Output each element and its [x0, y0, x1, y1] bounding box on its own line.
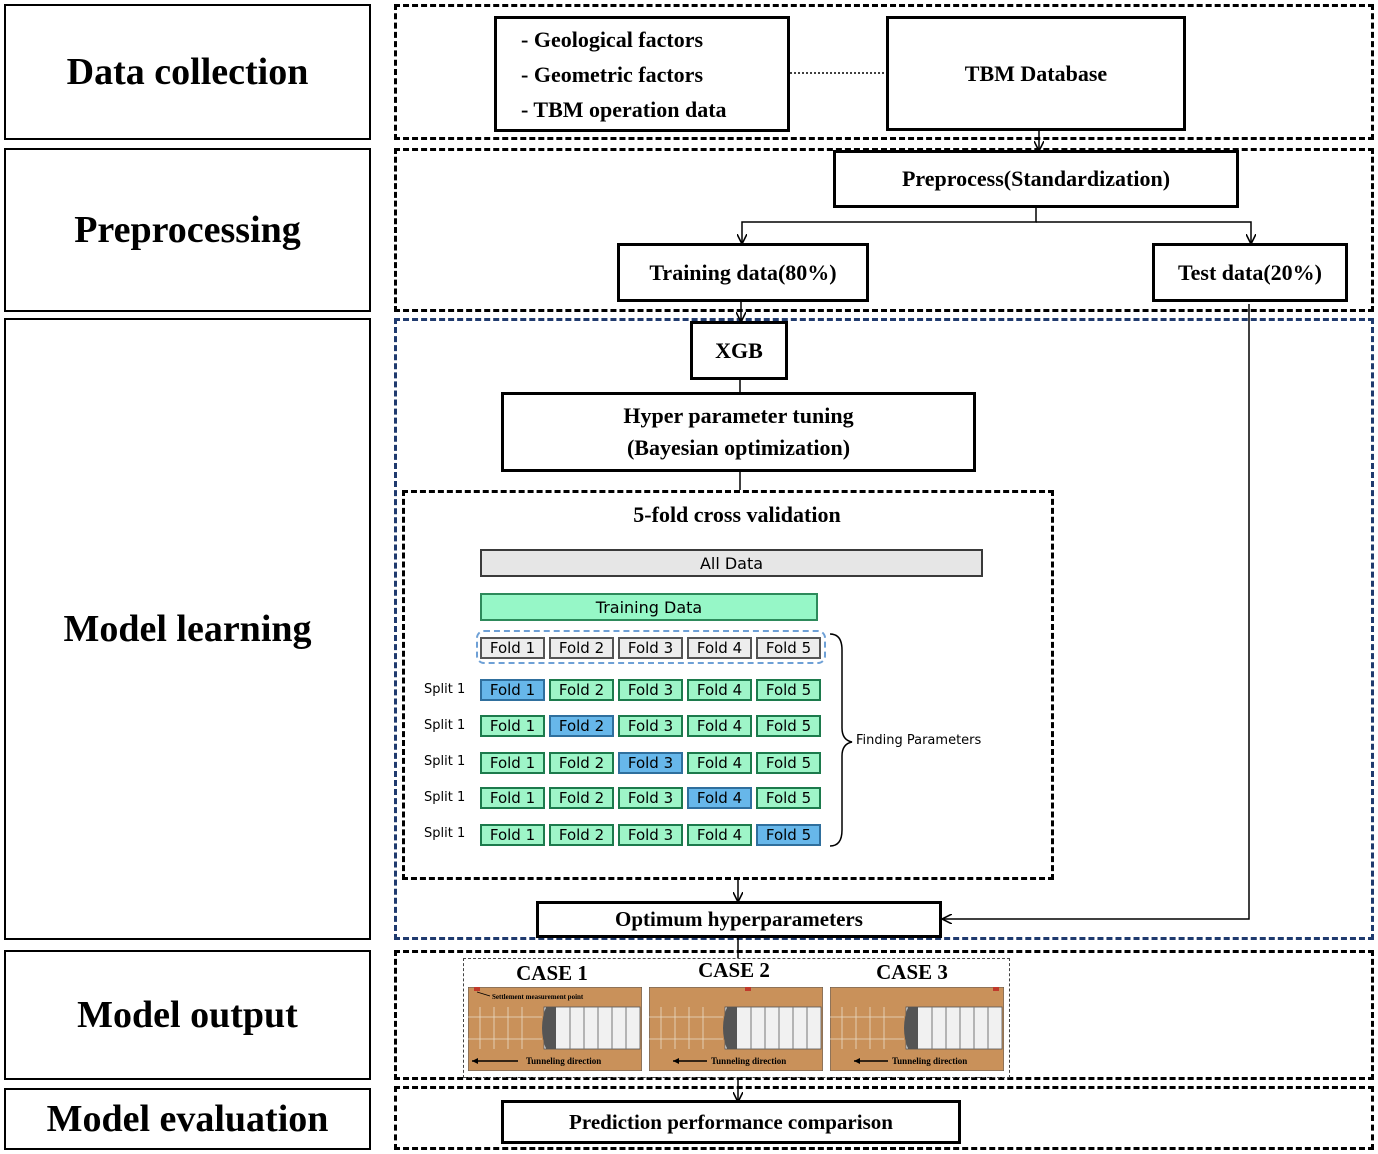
case-3-title: CASE 3: [876, 960, 948, 984]
training-data-bar: Training Data: [480, 593, 818, 621]
fold-cell: Fold 1: [480, 824, 545, 846]
fold-cell-validation: Fold 1: [480, 679, 545, 701]
fold-cell: Fold 2: [549, 752, 614, 774]
fold-cell: Fold 5: [756, 787, 821, 809]
stage-model-learning: Model learning: [4, 318, 371, 940]
fold-cell-validation: Fold 3: [618, 752, 683, 774]
fold-cell: Fold 1: [480, 752, 545, 774]
panel-model-output: [394, 950, 1374, 1080]
arrow-to-training: [742, 208, 1037, 242]
panel-model-evaluation: [394, 1086, 1374, 1150]
optimum-hyperparameters-box: Optimum hyperparameters: [536, 901, 942, 938]
panel-preprocessing: [394, 148, 1374, 312]
all-data-bar: All Data: [480, 549, 983, 577]
stage-preprocessing: Preprocessing: [4, 148, 371, 312]
fold-cell: Fold 4: [687, 752, 752, 774]
fold-cell: Fold 4: [687, 715, 752, 737]
fold-cell: Fold 2: [549, 824, 614, 846]
split-label: Split 1: [424, 790, 466, 805]
factor-tbm-operation: - TBM operation data: [521, 96, 727, 122]
fold-cell: Fold 3: [618, 637, 683, 659]
tunneling-direction-label: Tunneling direction: [526, 1056, 601, 1066]
training-data-box: Training data(80%): [617, 243, 869, 302]
fold-cell: Fold 5: [756, 637, 821, 659]
panel-model-learning: [394, 318, 1374, 940]
fold-cell: Fold 1: [480, 637, 545, 659]
factor-geological: - Geological factors: [521, 26, 704, 52]
fold-cell: Fold 4: [687, 824, 752, 846]
hyperparameter-tuning-box: Hyper parameter tuning (Bayesian optimiz…: [501, 392, 976, 472]
fold-cell: Fold 4: [687, 637, 752, 659]
tbm-database-box: TBM Database: [886, 16, 1186, 131]
arrow-test-optimum: [944, 304, 1250, 919]
tunneling-direction-label: Tunneling direction: [711, 1056, 786, 1066]
fold-cell: Fold 5: [756, 679, 821, 701]
fold-cell: Fold 5: [756, 715, 821, 737]
case-3-tunnel-image: Tunneling direction: [830, 987, 1004, 1071]
fold-cell: Fold 4: [687, 679, 752, 701]
fold-cell: Fold 1: [480, 787, 545, 809]
fold-cell: Fold 3: [618, 787, 683, 809]
fold-cell-validation: Fold 4: [687, 787, 752, 809]
fold-cell: Fold 3: [618, 679, 683, 701]
stage-data-collection: Data collection: [4, 4, 371, 140]
fold-cell: Fold 5: [756, 752, 821, 774]
cases-container: [463, 958, 1010, 1078]
fold-cell: Fold 3: [618, 715, 683, 737]
case-1-title: CASE 1: [516, 961, 588, 985]
preprocess-box: Preprocess(Standardization): [833, 150, 1239, 208]
stage-model-output: Model output: [4, 950, 371, 1080]
fold-cell: Fold 2: [549, 637, 614, 659]
split-label: Split 1: [424, 682, 466, 697]
split-label: Split 1: [424, 826, 466, 841]
case-2-title: CASE 2: [698, 958, 770, 982]
cross-validation-panel: [402, 490, 1054, 880]
fold-cell: Fold 2: [549, 787, 614, 809]
case-2-tunnel-image: Tunneling direction: [649, 987, 823, 1071]
case-1-tunnel-image: Settlement measurement point Tunneling d…: [468, 987, 642, 1071]
xgb-box: XGB: [690, 321, 788, 380]
test-data-box: Test data(20%): [1152, 243, 1348, 302]
split-label: Split 1: [424, 754, 466, 769]
panel-data-collection: [394, 4, 1374, 140]
fold-row-outline: [476, 630, 826, 664]
fold-cell: Fold 1: [480, 715, 545, 737]
measurement-point-label: Settlement measurement point: [492, 993, 584, 1001]
factors-box: - Geological factors - Geometric factors…: [494, 16, 790, 132]
fold-cell-validation: Fold 2: [549, 715, 614, 737]
tunneling-direction-label: Tunneling direction: [892, 1056, 967, 1066]
factor-geometric: - Geometric factors: [521, 61, 704, 87]
cv-title: 5-fold cross validation: [633, 502, 841, 527]
stage-model-evaluation: Model evaluation: [4, 1088, 371, 1150]
finding-parameters-label: Finding Parameters: [856, 733, 982, 748]
fold-cell: Fold 2: [549, 679, 614, 701]
split-label: Split 1: [424, 718, 466, 733]
fold-cell: Fold 3: [618, 824, 683, 846]
finding-brace: [829, 633, 853, 847]
fold-cell-validation: Fold 5: [756, 824, 821, 846]
prediction-comparison-box: Prediction performance comparison: [501, 1100, 961, 1144]
arrow-to-test: [1036, 221, 1251, 242]
